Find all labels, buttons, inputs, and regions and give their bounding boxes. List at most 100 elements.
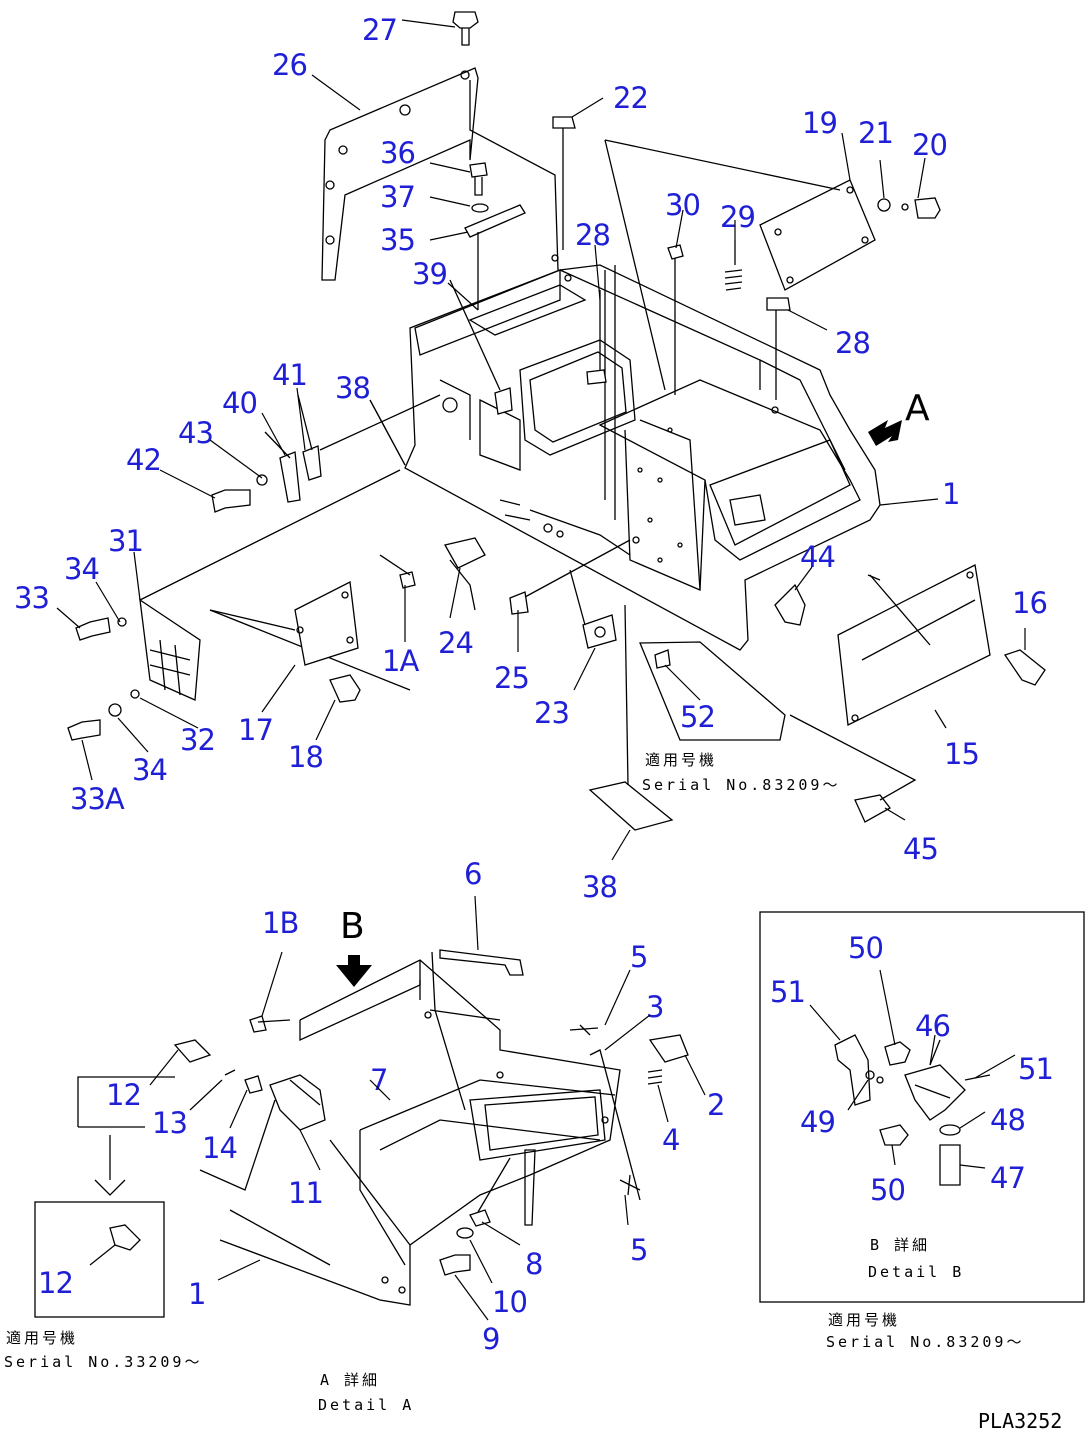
part-label-23: 23	[534, 696, 569, 730]
part-label-21: 21	[858, 116, 893, 150]
applicable-serial-note-3-en: Serial No.83209～	[826, 1333, 1024, 1351]
part-label-14: 14	[202, 1131, 237, 1165]
main-frame-assembly	[67, 11, 1046, 831]
arrow-b-icon	[336, 955, 372, 987]
leader-line	[481, 1221, 521, 1246]
part-label-17: 17	[238, 713, 273, 747]
part-label-1b: 1B	[262, 906, 298, 940]
leader-line	[189, 1079, 223, 1111]
part-label-4: 4	[662, 1123, 679, 1157]
part-label-49: 49	[800, 1105, 835, 1139]
applicable-serial-note-2-jp: 適用号機	[6, 1329, 78, 1347]
detail-b-assembly	[834, 1034, 991, 1186]
part-label-52: 52	[680, 700, 715, 734]
part-label-38: 38	[335, 371, 370, 405]
leader-line	[261, 412, 286, 456]
leader-line	[217, 1259, 261, 1281]
leader-line	[429, 231, 469, 241]
detail-a-assembly	[77, 949, 689, 1306]
part-label-12: 12	[106, 1078, 141, 1112]
leader-line	[917, 157, 926, 199]
part-label-2: 2	[707, 1088, 724, 1122]
part-label-37: 37	[380, 180, 415, 214]
detail-b-caption-jp: B 詳細	[870, 1236, 930, 1254]
leader-line	[261, 664, 296, 713]
part-label-34: 34	[132, 753, 167, 787]
leader-lines	[56, 19, 1026, 1321]
part-label-50: 50	[870, 1173, 905, 1207]
leader-line	[449, 567, 461, 619]
leader-line	[794, 566, 813, 591]
part-label-41: 41	[272, 358, 307, 392]
leader-line	[891, 1144, 896, 1166]
detail-b-frame	[759, 911, 1085, 1303]
part-label-13: 13	[152, 1106, 187, 1140]
part-label-24: 24	[438, 626, 473, 660]
part-label-34: 34	[64, 552, 99, 586]
leader-line	[929, 1034, 936, 1066]
part-label-20: 20	[912, 128, 947, 162]
applicable-serial-note-2-en: Serial No.33209～	[4, 1353, 202, 1371]
part-label-22: 22	[613, 81, 648, 115]
drawing-code: PLA3252	[978, 1409, 1062, 1433]
leader-line	[149, 1049, 179, 1086]
leader-line	[56, 607, 81, 629]
leader-line	[139, 697, 199, 729]
part-label-15: 15	[944, 737, 979, 771]
arrow-a-icon	[868, 420, 902, 446]
part-label-33a: 33A	[70, 782, 125, 816]
part-label-5: 5	[630, 1233, 647, 1267]
leader-line	[299, 1129, 321, 1171]
leader-line	[159, 469, 216, 499]
leader-line	[675, 209, 684, 249]
part-label-1: 1	[942, 477, 959, 511]
part-label-51: 51	[770, 975, 805, 1009]
part-label-42: 42	[126, 443, 161, 477]
part-label-7: 7	[370, 1063, 387, 1097]
detail-a-caption-en: Detail A	[318, 1396, 414, 1414]
leader-line	[657, 1084, 669, 1123]
leader-line	[401, 19, 456, 28]
leader-line	[809, 1004, 841, 1041]
part-label-19: 19	[802, 106, 837, 140]
part-label-45: 45	[903, 832, 938, 866]
leader-line	[787, 309, 828, 331]
leader-line	[841, 132, 851, 181]
part-label-9: 9	[482, 1322, 499, 1356]
leader-line	[117, 717, 149, 753]
leader-line	[879, 969, 896, 1046]
part-label-35: 35	[380, 223, 415, 257]
part-label-30: 30	[665, 188, 700, 222]
part-label-25: 25	[494, 661, 529, 695]
leader-line	[469, 1239, 493, 1284]
leader-line	[847, 1079, 869, 1111]
inset-frame	[34, 1201, 165, 1318]
part-label-29: 29	[720, 200, 755, 234]
leader-line	[594, 244, 601, 301]
leader-line	[311, 74, 361, 111]
part-label-26: 26	[272, 48, 307, 82]
part-label-32: 32	[180, 723, 215, 757]
leader-line	[454, 1274, 489, 1321]
part-label-1a: 1A	[382, 644, 419, 678]
leader-line	[209, 439, 263, 479]
detail-b-caption-en: Detail B	[868, 1263, 964, 1281]
leader-line	[369, 1079, 391, 1101]
applicable-serial-note-1-en: Serial No.83209～	[642, 776, 840, 794]
part-label-39: 39	[412, 257, 447, 291]
view-b-marker: B	[340, 906, 365, 947]
leader-line	[229, 1089, 248, 1129]
part-label-8: 8	[525, 1247, 542, 1281]
part-label-12: 12	[38, 1266, 73, 1300]
part-label-28: 28	[575, 218, 610, 252]
leader-line	[934, 709, 947, 729]
leader-line	[959, 1164, 986, 1169]
leader-line	[296, 387, 306, 451]
leader-line	[664, 664, 701, 701]
leader-line	[447, 282, 479, 311]
leader-line	[879, 498, 939, 506]
leader-line	[611, 829, 631, 861]
leader-line	[571, 97, 604, 118]
leader-line	[429, 162, 471, 173]
